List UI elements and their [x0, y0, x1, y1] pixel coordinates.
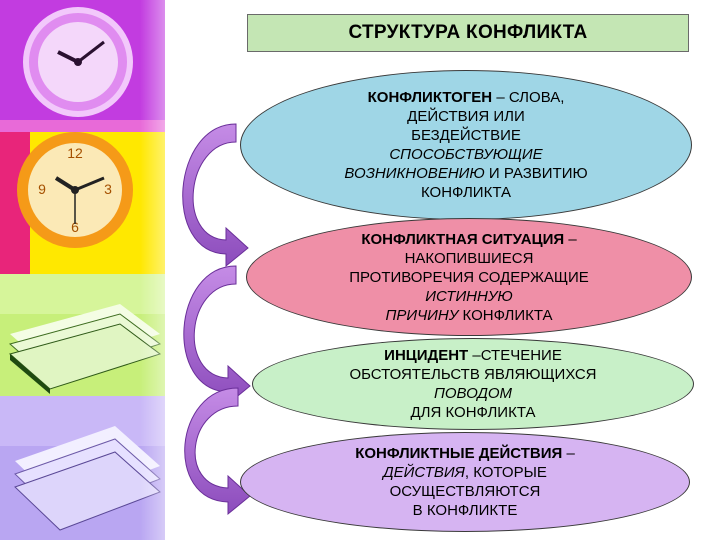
svg-text:3: 3 [104, 181, 112, 197]
stage-desc-line: В КОНФЛИКТЕ [412, 502, 518, 519]
decorative-image-column: 12 9 3 6 [0, 0, 165, 540]
stage-desc-line: СПОСОБСТВУЮЩИЕ [389, 146, 543, 163]
stage-incident: ИНЦИДЕНТ –СТЕЧЕНИЕ ОБСТОЯТЕЛЬСТВ ЯВЛЯЮЩИ… [252, 338, 694, 430]
image-fade-overlay [140, 0, 210, 540]
stage-conflict-situation: КОНФЛИКТНАЯ СИТУАЦИЯ – НАКОПИВШИЕСЯ ПРОТ… [246, 218, 692, 336]
stage-term: КОНФЛИКТНАЯ СИТУАЦИЯ [361, 230, 565, 248]
stage-conflict-actions: КОНФЛИКТНЫЕ ДЕЙСТВИЯ – ДЕЙСТВИЯ, КОТОРЫЕ… [240, 432, 690, 532]
stage-desc-line: ПОВОДОМ [433, 385, 513, 402]
stage-desc-line: ПРИЧИНУ [385, 306, 459, 324]
stage-desc-line: ОБСТОЯТЕЛЬСТВ ЯВЛЯЮЩИХСЯ [349, 366, 597, 383]
stage-conflictogen: КОНФЛИКТОГЕН – СЛОВА, ДЕЙСТВИЯ ИЛИ БЕЗДЕ… [240, 70, 692, 220]
stage-desc-line: ДЕЙСТВИЯ ИЛИ [407, 108, 525, 125]
clock-orange-image: 12 9 3 6 [0, 132, 165, 274]
stage-desc-line: ИСТИННУЮ [425, 287, 513, 305]
svg-text:6: 6 [71, 219, 79, 235]
stage-desc-line: КОНФЛИКТА [420, 184, 511, 201]
svg-text:12: 12 [67, 145, 83, 161]
papers-green-image [0, 274, 165, 396]
stage-desc-line: ОСУЩЕСТВЛЯЮТСЯ [389, 483, 541, 500]
stage-desc-line: НАКОПИВШИЕСЯ [404, 249, 534, 267]
curved-arrow-2 [183, 265, 251, 406]
stage-desc-line: БЕЗДЕЙСТВИЕ [411, 127, 521, 144]
stage-desc-line: ДЛЯ КОНФЛИКТА [410, 404, 536, 421]
papers-lilac-image [0, 396, 165, 540]
page-title-text: СТРУКТУРА КОНФЛИКТА [348, 22, 588, 43]
stage-term: КОНФЛИКТОГЕН [367, 89, 493, 106]
clock-purple-image [0, 0, 165, 132]
stage-desc-line: ВОЗНИКНОВЕНИЮ [344, 165, 485, 182]
curved-arrow-3 [184, 387, 251, 516]
stage-desc-line: ПРОТИВОРЕЧИЯ СОДЕРЖАЩИЕ [349, 268, 589, 286]
svg-text:9: 9 [38, 181, 46, 197]
page-title: СТРУКТУРА КОНФЛИКТА [247, 14, 689, 52]
stage-term: ИНЦИДЕНТ [384, 347, 469, 364]
stage-term: КОНФЛИКТНЫЕ ДЕЙСТВИЯ [355, 445, 563, 462]
stage-desc-line: ДЕЙСТВИЯ [383, 464, 465, 481]
curved-arrow-1 [182, 123, 249, 268]
